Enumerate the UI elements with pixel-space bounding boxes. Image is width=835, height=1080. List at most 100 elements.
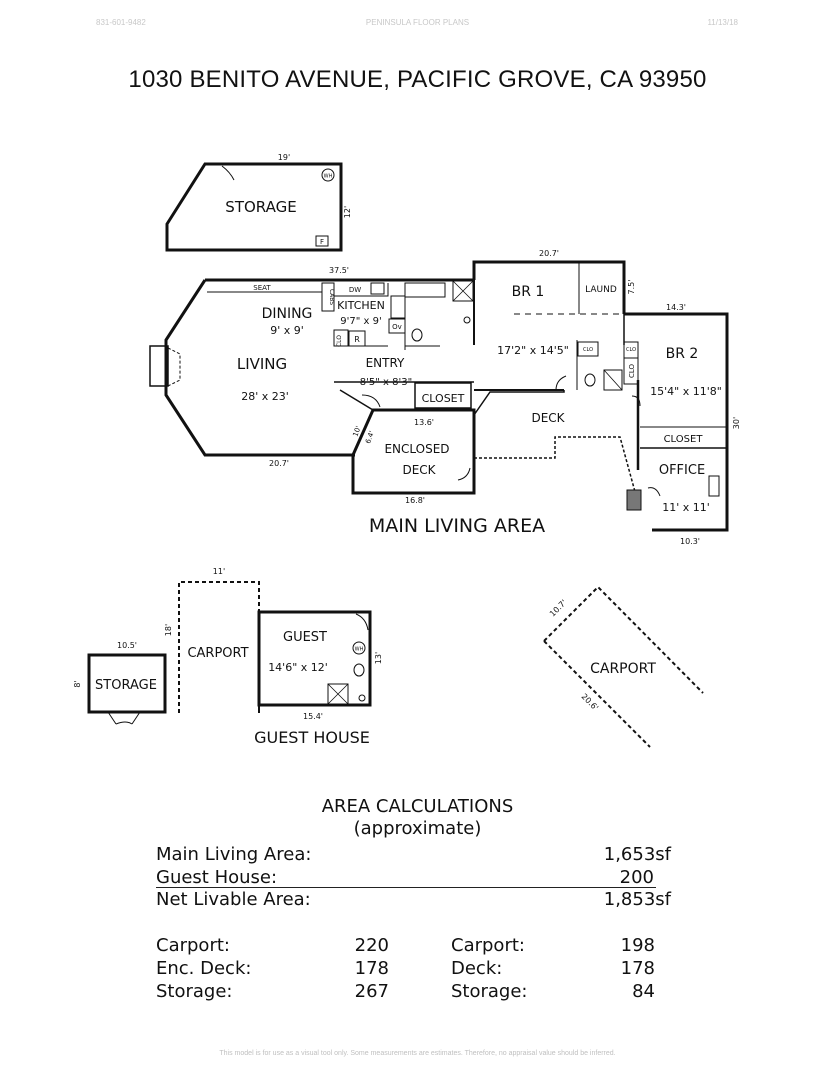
storage-top-dim-height: 12' bbox=[343, 206, 352, 218]
br1-shower-icon bbox=[603, 369, 623, 391]
cabs-label: CABS bbox=[328, 289, 335, 305]
door-swing-icon bbox=[221, 165, 235, 181]
range-icon bbox=[390, 295, 406, 319]
storage-top-dim-width: 19' bbox=[278, 153, 290, 162]
enclosed-deck-label-1: ENCLOSED bbox=[384, 442, 449, 456]
entry-size: 8'5" x 8'3" bbox=[360, 377, 412, 388]
guest-carport-dim-top: 11' bbox=[213, 567, 225, 576]
left-extra-label: Carport: bbox=[156, 935, 230, 956]
water-heater-label: WH bbox=[324, 174, 333, 180]
guest-water-heater-label: WH bbox=[355, 647, 364, 653]
storage-top-room: WH F STORAGE 19' 12' bbox=[165, 153, 352, 252]
guest-house-calc-label: Guest House: bbox=[156, 867, 278, 888]
left-extra-label: Enc. Deck: bbox=[156, 958, 252, 979]
left-extra-label: Storage: bbox=[156, 981, 233, 1002]
floor-plan: WH F STORAGE 19' 12' SEAT CABS DW Ov CLO… bbox=[73, 153, 741, 748]
enclosed-deck-label-2: DECK bbox=[402, 463, 436, 477]
header-company: PENINSULA FLOOR PLANS bbox=[365, 18, 470, 27]
kitchen-size: 9'7" x 9' bbox=[340, 316, 381, 327]
right-extra-label: Carport: bbox=[451, 935, 525, 956]
guest-storage-label: STORAGE bbox=[95, 678, 157, 693]
enclosed-deck-dim-bottom: 16.8' bbox=[405, 496, 425, 505]
water-heater-icon bbox=[321, 168, 335, 182]
guest-storage-dim-top: 10.5' bbox=[117, 641, 137, 650]
storage-top-label: STORAGE bbox=[225, 198, 296, 216]
guest-storage-dim-side: 8' bbox=[73, 680, 82, 687]
right-extra-label: Storage: bbox=[451, 981, 528, 1002]
furnace-label: F bbox=[320, 238, 324, 246]
left-extra-value: 178 bbox=[354, 958, 389, 979]
seat-label: SEAT bbox=[253, 284, 271, 292]
disclaimer-footer: This model is for use as a visual tool o… bbox=[219, 1050, 616, 1057]
guest-dim-bottom: 15.4' bbox=[303, 712, 323, 721]
kitchen-closet-label: CLO bbox=[336, 335, 343, 347]
guest-size: 14'6" x 12' bbox=[268, 661, 328, 674]
refrigerator-label: R bbox=[354, 335, 360, 344]
carport-right-label: CARPORT bbox=[590, 661, 656, 677]
laundry-label: LAUND bbox=[585, 285, 617, 295]
main-living-area: SEAT CABS DW Ov CLO R CLOSET ENCLOSED DE… bbox=[149, 249, 741, 546]
right-extra-value: 84 bbox=[632, 981, 655, 1002]
sink-icon bbox=[370, 282, 385, 295]
guest-toilet-icon bbox=[353, 663, 365, 677]
area-calculations: AREA CALCULATIONS (approximate) Main Liv… bbox=[0, 796, 835, 1002]
carport-right-dim-1: 10.7' bbox=[548, 598, 569, 619]
furnace-icon bbox=[315, 235, 329, 247]
right-extra-value: 178 bbox=[620, 958, 655, 979]
br1-label: BR 1 bbox=[512, 284, 545, 300]
fireplace-icon bbox=[149, 345, 169, 387]
guest-house-calc-value: 200 bbox=[619, 867, 654, 888]
guest-house: CARPORT 11' 18' WH GUEST 14'6" x 12' 13'… bbox=[73, 567, 383, 747]
main-living-area-calc-value: 1,653sf bbox=[603, 844, 671, 865]
enclosed-deck-dim-top: 13.6' bbox=[414, 418, 434, 427]
header-date: 11/13/18 bbox=[707, 18, 738, 27]
br1-closet-label: CLO bbox=[583, 347, 593, 353]
dining-label: DINING bbox=[262, 306, 313, 322]
oven-label: Ov bbox=[392, 323, 402, 331]
main-living-area-calc-label: Main Living Area: bbox=[156, 844, 312, 865]
living-size: 28' x 23' bbox=[241, 390, 289, 403]
area-subtitle: (approximate) bbox=[353, 818, 482, 839]
enclosed-deck-dim-side-1: 10' bbox=[352, 425, 363, 438]
kitchen-label: KITCHEN bbox=[337, 299, 385, 312]
left-extra-value: 220 bbox=[354, 935, 389, 956]
main-dim-top: 37.5' bbox=[329, 266, 349, 275]
living-label: LIVING bbox=[237, 355, 287, 373]
office-label: OFFICE bbox=[659, 463, 705, 478]
guest-dim-side: 13' bbox=[374, 652, 383, 664]
right-extra-value: 198 bbox=[620, 935, 655, 956]
br2-size: 15'4" x 11'8" bbox=[650, 385, 722, 398]
carport-right-dim-2: 20.6' bbox=[580, 692, 601, 713]
net-livable-area-value: 1,853sf bbox=[603, 889, 671, 910]
office-closet-label: CLOSET bbox=[664, 434, 704, 445]
br2-dim-side: 30' bbox=[732, 417, 741, 429]
br1-size: 17'2" x 14'5" bbox=[497, 344, 569, 357]
deck-stairs-icon bbox=[626, 489, 642, 511]
guest-label: GUEST bbox=[283, 630, 327, 645]
guest-house-label: GUEST HOUSE bbox=[254, 728, 370, 747]
area-title: AREA CALCULATIONS bbox=[321, 796, 514, 817]
br2-label: BR 2 bbox=[666, 346, 699, 362]
office-size: 11' x 11' bbox=[662, 501, 710, 514]
right-extra-label: Deck: bbox=[451, 958, 503, 979]
br1-dim-side: 7.5' bbox=[627, 280, 636, 295]
guest-shower-icon bbox=[327, 683, 349, 705]
entry-label: ENTRY bbox=[366, 356, 405, 370]
deck-label: DECK bbox=[531, 411, 565, 425]
br2-closet-small-label: CLO bbox=[626, 347, 636, 353]
br1-dim-top: 20.7' bbox=[539, 249, 559, 258]
left-extra-value: 267 bbox=[354, 981, 389, 1002]
guest-carport-label: CARPORT bbox=[187, 646, 248, 661]
br2-dim-top: 14.3' bbox=[666, 303, 686, 312]
carport-right: CARPORT 10.7' 20.6' bbox=[543, 585, 704, 748]
br1-toilet-icon bbox=[584, 373, 596, 387]
guest-carport-dim-side: 18' bbox=[164, 624, 173, 636]
dishwasher-label: DW bbox=[349, 286, 361, 294]
bathtub-icon bbox=[404, 282, 446, 298]
sum-divider bbox=[156, 887, 656, 888]
main-living-area-label: MAIN LIVING AREA bbox=[369, 515, 545, 537]
page-title: 1030 BENITO AVENUE, PACIFIC GROVE, CA 93… bbox=[128, 66, 707, 93]
br2-closet-label: CLO bbox=[628, 363, 636, 378]
office-dim-bottom: 10.3' bbox=[680, 537, 700, 546]
net-livable-area-label: Net Livable Area: bbox=[156, 889, 311, 910]
